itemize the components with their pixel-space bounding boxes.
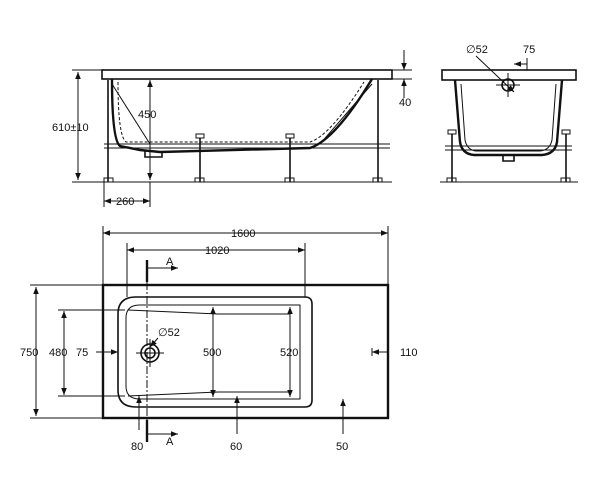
end-drain (502, 155, 515, 162)
end-view: ∅52 75 (440, 44, 578, 183)
side-drain (144, 150, 163, 158)
end-tub-inner (460, 83, 557, 152)
plan-basin-outline (117, 296, 313, 408)
side-tub-body (110, 78, 374, 154)
side-legs (103, 80, 383, 183)
end-dim-75: 75 (523, 44, 535, 56)
side-dim-450: 450 (138, 109, 156, 121)
plan-dim-750: 750 (20, 347, 38, 359)
plan-dim-110: 110 (400, 347, 418, 359)
plan-dim-1020: 1020 (205, 245, 229, 257)
side-view: 610±10 450 40 260 (52, 50, 412, 208)
plan-leader-52 (149, 337, 159, 348)
side-rim (101, 69, 393, 80)
side-tub-inner (117, 81, 365, 143)
plan-dim-500: 500 (203, 347, 221, 359)
plan-dim-520: 520 (280, 347, 298, 359)
end-legs (446, 129, 571, 183)
end-tub-body (453, 79, 564, 157)
plan-section-a-bottom: A (166, 436, 174, 448)
side-dim-40: 40 (399, 97, 411, 109)
end-dim-52: ∅52 (466, 44, 488, 56)
plan-dim-60: 60 (230, 441, 242, 453)
plan-dim-1600: 1600 (231, 228, 255, 240)
side-frame-diagonal-left (111, 83, 151, 145)
plan-dim-480: 480 (49, 347, 67, 359)
plan-dim-52: ∅52 (158, 327, 180, 339)
end-leader-52 (475, 55, 515, 93)
side-frame-diagonal-right (319, 83, 373, 145)
side-dim-610: 610±10 (52, 122, 89, 134)
end-rim (441, 69, 577, 81)
plan-view: ∅52 1600 1020 A A 750 480 75 500 (20, 226, 418, 453)
plan-dim-75: 75 (76, 347, 88, 359)
plan-dim-80: 80 (131, 441, 143, 453)
plan-section-a-top: A (166, 256, 174, 268)
side-dim-260: 260 (116, 196, 134, 208)
plan-dim-50: 50 (336, 441, 348, 453)
